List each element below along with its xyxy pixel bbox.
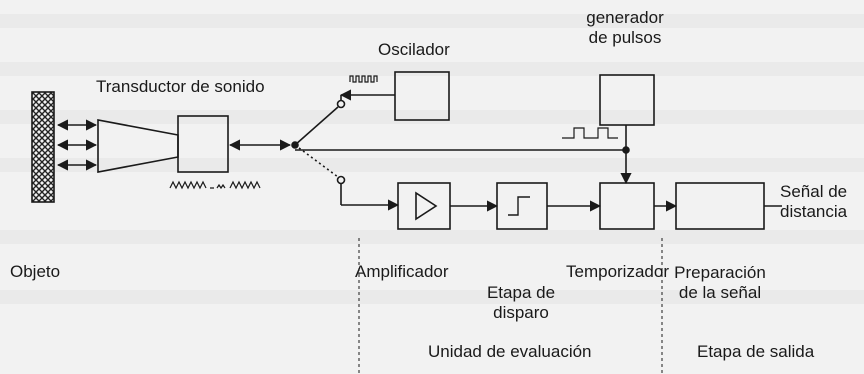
object-label: Objeto <box>10 262 61 281</box>
generator-label: generador de pulsos <box>560 8 690 48</box>
transducer-label: Transductor de sonido <box>96 77 265 96</box>
signal-prep-label: Preparación de la señal <box>664 263 776 303</box>
amplifier-label: Amplificador <box>355 262 449 281</box>
output-stage-label: Etapa de salida <box>697 342 815 361</box>
timer-block <box>599 182 655 230</box>
pulse-generator-block <box>599 74 655 126</box>
trigger-stage-label: Etapa de disparo <box>466 283 576 323</box>
switch-contact-upper <box>336 99 346 109</box>
timer-label: Temporizador <box>566 262 669 281</box>
trigger-stage-block <box>496 182 548 230</box>
pulse-waveform <box>562 127 618 139</box>
transducer-horn <box>97 119 179 173</box>
oscillator-block <box>394 71 450 121</box>
oscillator-label: Oscilador <box>378 40 450 59</box>
transducer-box <box>177 115 229 173</box>
distance-signal-label-line: distancia <box>780 202 848 221</box>
object-block <box>31 91 55 203</box>
switch-arm-dotted <box>294 144 339 178</box>
signal-preparation-block <box>675 182 765 230</box>
amplifier-symbol <box>415 191 438 221</box>
distance-signal-label-line: Señal de <box>780 182 848 201</box>
step-symbol <box>508 196 530 216</box>
amplifier-block <box>397 182 451 230</box>
trigger-stage-label-line: Etapa de <box>486 283 556 302</box>
signal-prep-label-line: de la señal <box>678 283 762 302</box>
distance-signal-label: Señal de distancia <box>780 182 847 222</box>
generator-label-line: de pulsos <box>588 28 662 47</box>
echo-waveform <box>169 180 261 190</box>
trigger-stage-label-line: disparo <box>493 303 549 322</box>
signal-prep-label-line: Preparación <box>674 263 766 282</box>
switch-contact-lower <box>336 175 346 185</box>
burst-waveform <box>349 75 378 83</box>
switch-arm <box>294 106 339 146</box>
evaluation-unit-label: Unidad de evaluación <box>428 342 592 361</box>
generator-label-line: generador <box>586 8 664 27</box>
